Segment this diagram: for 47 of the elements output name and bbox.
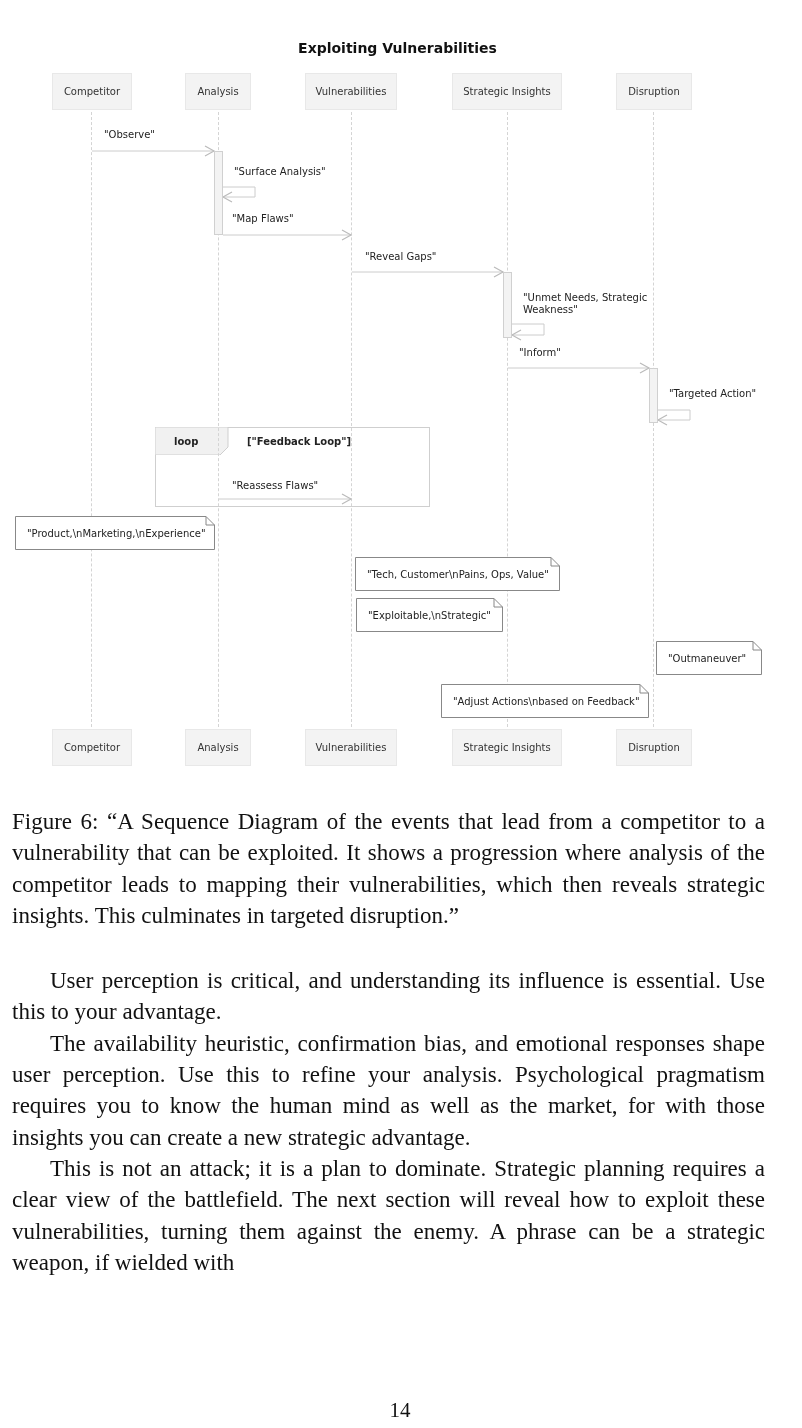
participant-name: Disruption [628,741,680,755]
message-arrow [222,229,352,241]
edge-label: "Map Flaws" [232,213,294,225]
note-text: "Tech, Customer\nPains, Ops, Value" [367,567,549,582]
note-text: "Exploitable,\nStrategic" [368,608,491,623]
note-text: "Adjust Actions\nbased on Feedback" [453,694,640,709]
note [441,684,649,718]
frame-label: loop [174,435,199,449]
edge-label: "Surface Analysis" [234,166,326,178]
loop-condition: ["Feedback Loop"] [247,435,351,449]
message-arrow [351,266,504,278]
participant-name: Analysis [197,85,239,99]
note [356,598,503,632]
participant-name: Strategic Insights [463,85,551,99]
note [355,557,560,591]
body-paragraph: This is not an attack; it is a plan to dominate. Strategic planning requires a clear view of the battlefield. The next section will reveal how to exploit these vulnerabilities, turning them against the enemy. A phrase can be a strategic weapon, if wielded with [12,1154,765,1277]
participant-name: Vulnerabilities [315,741,387,755]
message-arrow [507,362,650,374]
participant-name: Competitor [63,741,121,755]
activation-bar [214,151,223,235]
activation-bar [503,272,512,338]
edge-label: "Observe" [104,129,155,141]
note [15,516,215,550]
page-number: 14 [388,1397,412,1424]
edge-label: "Reassess Flaws" [232,480,319,492]
note [656,641,762,675]
message-arrow [657,409,691,426]
diagram-title: Exploiting Vulnerabilities [297,39,498,58]
participant-name: Strategic Insights [463,741,551,755]
edge-label: "Inform" [519,347,561,359]
message-arrow [91,145,215,157]
activation-bar [649,368,658,423]
note-text: "Outmaneuver" [668,651,747,666]
message-arrow [511,323,545,341]
body-paragraph: User perception is critical, and understanding its influence is essential. Use this to your advantage. [12,967,765,1027]
lifeline [351,112,352,727]
participant-name: Analysis [197,741,239,755]
figure-caption: Figure 6: “A Sequence Diagram of the events that lead from a competitor to a vulnerability that can be exploited. It shows a progression where analysis of the competitor leads to mapping their vulnerabilities, which then reveals strategic insights. This culminates in targeted disruption.” [12,808,765,930]
body-paragraph: The availability heuristic, confirmation bias, and emotional responses shape user perception. Use this to refine your analysis. Psychological pragmatism requires you to know the human mind as well as the market, for with those insights you can create a new strategic advantage. [12,1029,765,1152]
message-arrow [218,493,352,505]
edge-label: "Targeted Action" [669,388,757,400]
participant-name: Vulnerabilities [315,85,387,99]
message-arrow [222,186,256,203]
edge-label: "Reveal Gaps" [365,251,437,263]
participant-name: Disruption [628,85,680,99]
note-text: "Product,\nMarketing,\nExperience" [27,526,206,541]
participant-name: Competitor [63,85,121,99]
